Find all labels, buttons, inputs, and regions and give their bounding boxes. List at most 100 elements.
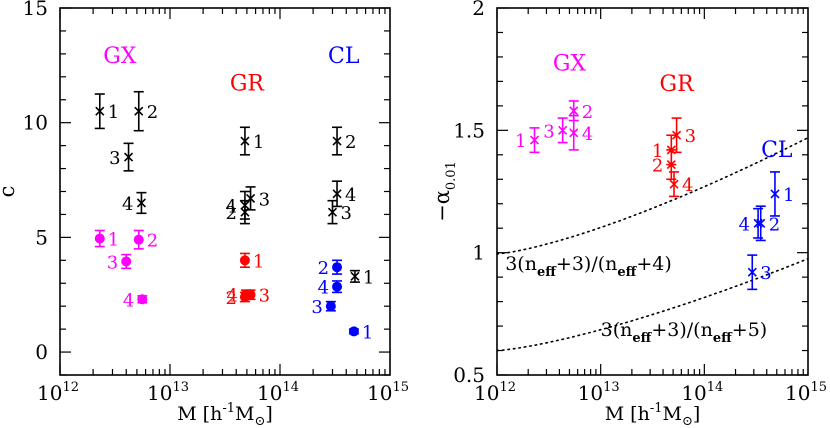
point-label: 3 [107,252,118,273]
group-label: GX [103,44,137,69]
group-label: GR [660,72,696,97]
x-tick-label: 1013 [147,380,189,405]
data-point [332,281,343,292]
data-point [239,255,250,266]
y-tick-label: 1.5 [453,118,485,142]
point-label: 1 [108,102,119,123]
data-point [666,160,676,170]
point-label: 4 [226,286,237,307]
curve-label-part: eff [617,265,637,280]
reference-curve-1 [496,136,809,255]
reference-curve-label-1: 3(neff+3)/(neff+4) [505,253,672,280]
x-tick-label: 1015 [785,380,827,405]
y-axis-label-sub: 0.01 [444,161,459,190]
data-point [134,106,144,116]
point-label: 4 [122,194,133,215]
series-4: 243 1 [311,258,373,343]
point-label: 4 [682,175,693,196]
curve-label-part: 3(n [601,319,633,341]
x-axis-label-close: ] [265,403,272,425]
y-tick-label: 10 [23,111,48,135]
x-axis-label-sup: -1 [650,401,663,416]
data-point [350,271,360,281]
x-tick-label: 1014 [257,380,299,405]
data-point [332,189,342,199]
x-tick-label-exponent: 12 [62,380,79,395]
group-label: GX [553,51,587,76]
curve-label-part: eff [632,331,652,346]
data-point [753,218,763,228]
data-point [133,234,144,245]
point-label: 4 [582,124,593,145]
point-label: 1 [253,132,264,153]
curve-label-part: eff [713,331,733,346]
data-point [770,189,780,199]
point-label: 3 [543,121,554,142]
point-label: 2 [769,214,780,235]
y-tick-label: 1 [472,241,485,265]
point-label: 4 [225,196,236,217]
x-axis-label-mid: M [235,403,254,425]
x-tick-label-base: 10 [681,381,706,405]
x-tick-label-exponent: 13 [603,380,620,395]
y-tick-label: 15 [23,0,48,20]
data-point [332,136,342,146]
point-label: 3 [685,126,696,147]
x-axis-label-sup: -1 [222,401,235,416]
x-tick-label-base: 10 [578,381,603,405]
data-point [569,128,579,138]
point-label: 3 [109,148,120,169]
data-point [332,262,343,273]
point-label: 4 [345,185,356,206]
x-tick-label-base: 10 [147,381,172,405]
point-label: 1 [652,141,663,162]
curve-label-part: +3)/(n [651,319,712,341]
x-tick-label-base: 10 [367,381,392,405]
curve-label-part: 3(n [505,253,537,275]
point-label: 2 [582,102,593,123]
x-axis-label-main: M [h [177,403,222,425]
x-axis-label-main: M [h [605,403,650,425]
x-axis-label: M [h-1M⊙] [605,401,701,428]
data-point [529,135,540,145]
y-tick-label: 0.5 [453,363,485,387]
point-label: 2 [225,288,236,309]
x-axis-label-sub: ⊙ [682,414,693,428]
series-1: 1 2 3 4 [515,100,593,154]
point-label: 3 [760,263,771,284]
y-axis-label-main: −α [430,190,454,222]
x-axis-label: M [h-1M⊙] [177,401,273,428]
point-label: 3 [311,297,322,318]
reference-curve-2 [496,258,809,352]
y-axis-label: c [0,186,19,198]
x-tick-label-exponent: 15 [810,380,827,395]
y-tick-label: 0 [35,340,48,364]
x-tick-label-base: 10 [37,381,62,405]
data-point [240,136,250,146]
point-label: 4 [123,290,134,311]
point-label: 2 [318,258,329,279]
x-tick-label-exponent: 12 [499,380,516,395]
point-label: 1 [515,131,526,152]
data-point [348,326,359,337]
plot-frame [496,7,809,376]
curve-label-part: eff [537,265,557,280]
x-tick-label: 1014 [681,380,723,405]
point-label: 1 [363,267,374,288]
point-label: 4 [318,278,329,299]
y-tick-label: 5 [35,225,48,249]
data-point [137,294,148,305]
group-label: CL [328,44,360,69]
data-point [672,130,682,140]
data-point [327,207,338,217]
point-label: 2 [147,231,158,252]
data-point [747,267,757,277]
point-label: 1 [253,251,264,272]
point-label: 3 [259,189,270,210]
